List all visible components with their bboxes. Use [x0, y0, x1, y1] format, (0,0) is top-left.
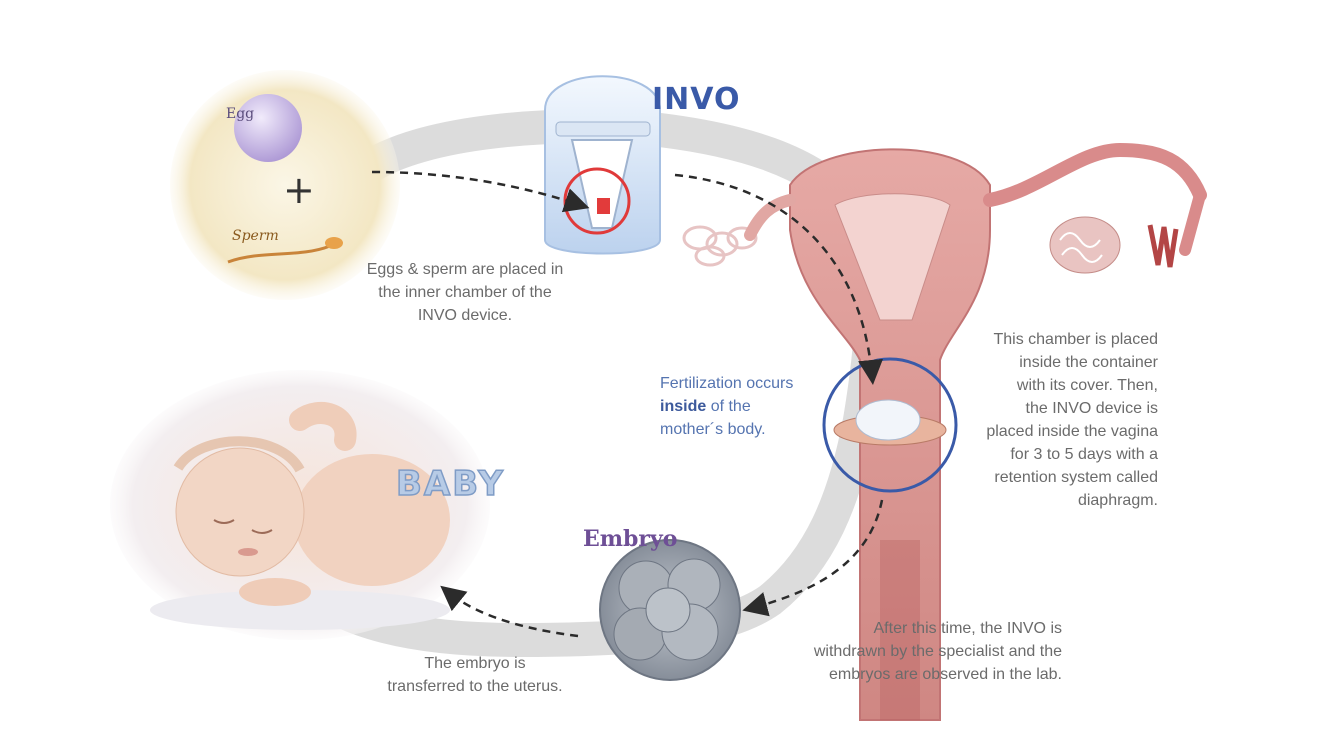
baby-title: BABY	[395, 463, 505, 505]
caption-step2: This chamber is placed inside the contai…	[986, 331, 1158, 509]
arrow-to-device	[371, 170, 590, 213]
sperm-icon	[227, 237, 343, 264]
embryo-icon	[599, 539, 741, 681]
caption-step4: The embryo is transferred to the uterus.	[387, 655, 563, 695]
fertilization-emphasis: inside	[660, 398, 707, 415]
caption-step1: Eggs & sperm are placed in the inner cha…	[366, 261, 564, 324]
caption-fertilization: Fertilization occurs inside of the mothe…	[660, 375, 794, 438]
embryo-title: Embryo	[583, 526, 678, 552]
egg-label: Egg	[226, 106, 255, 122]
invo-device-icon	[544, 75, 661, 255]
arrow-to-uterus	[674, 173, 883, 385]
plus-sign: +	[283, 168, 315, 212]
egg-cell-icon	[234, 94, 302, 162]
invo-title: INVO	[652, 82, 741, 117]
arrow-to-embryo	[742, 499, 884, 617]
sperm-label: Sperm	[232, 228, 279, 244]
baby-icon	[110, 370, 490, 640]
uterus-icon	[744, 142, 1207, 721]
caption-step3: After this time, the INVO is withdrawn b…	[813, 620, 1062, 683]
invo-device-inside-icon	[855, 399, 921, 441]
blue-highlight-circle	[822, 357, 958, 493]
arrow-to-baby	[440, 585, 579, 638]
fallopian-coil-left	[682, 225, 758, 267]
egg-sperm-panel	[170, 70, 400, 300]
